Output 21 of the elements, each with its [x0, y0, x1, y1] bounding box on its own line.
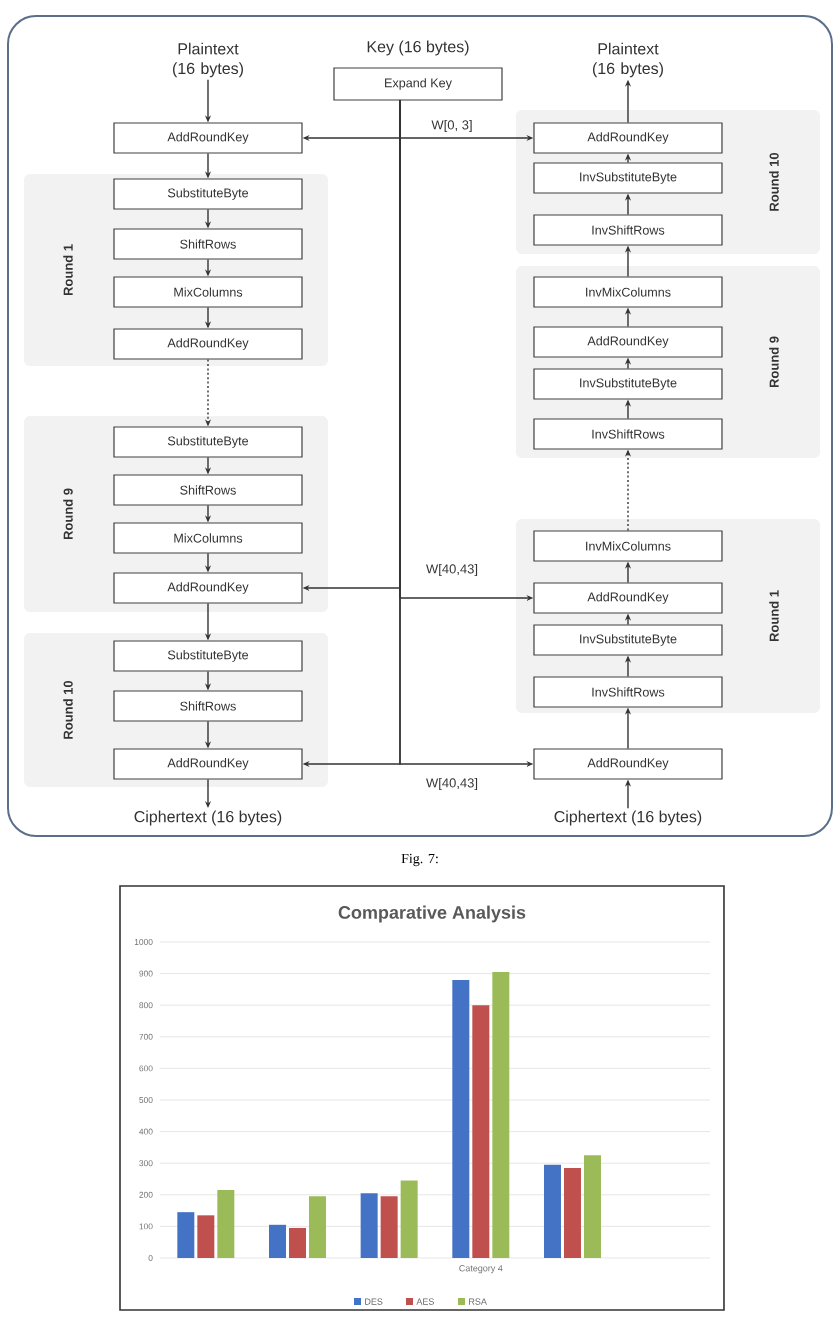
- bar: [400, 1180, 418, 1258]
- chart-title: Comparative Analysis: [338, 905, 526, 923]
- data-label: Plaintext (16 bytes): [593, 42, 663, 78]
- bar: [492, 972, 510, 1258]
- bar: [380, 1196, 398, 1258]
- bar: [583, 1155, 601, 1258]
- bar: [563, 1167, 581, 1258]
- data-label: Ciphertext (16 bytes): [134, 810, 282, 826]
- bar: [217, 1190, 235, 1258]
- bar: [360, 1193, 378, 1258]
- bar: [543, 1164, 561, 1258]
- bar: [288, 1227, 306, 1258]
- data-label: Ciphertext (16 bytes): [554, 810, 702, 826]
- data-label: Plaintext (16 bytes): [173, 42, 243, 78]
- bar: [177, 1212, 195, 1258]
- bar: [452, 979, 470, 1258]
- bar: [472, 1005, 490, 1258]
- bar: [197, 1215, 215, 1258]
- node-label: Key (16 bytes): [367, 40, 469, 56]
- bar: [309, 1196, 326, 1258]
- bar: [269, 1224, 286, 1258]
